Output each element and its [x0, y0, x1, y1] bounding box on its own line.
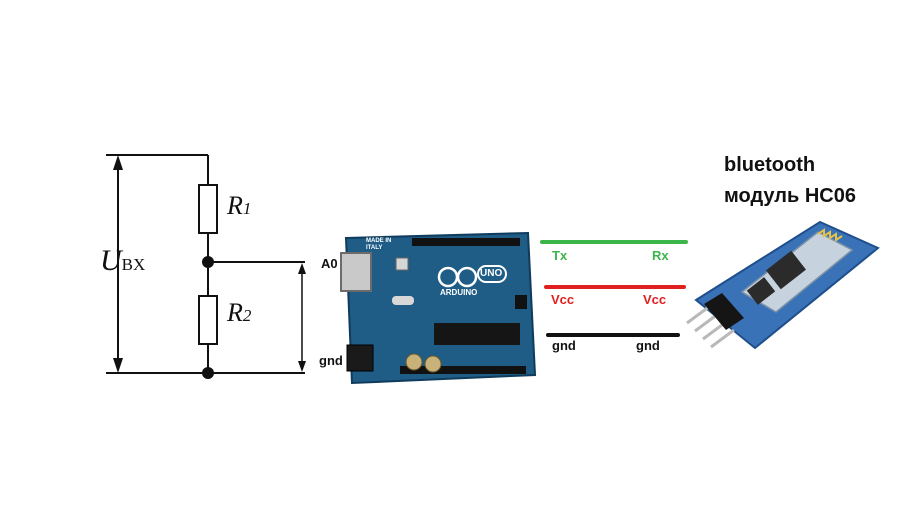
vcc-right-label: Vcc [643, 292, 667, 307]
bluetooth-chip [766, 250, 806, 290]
uno-badge [477, 265, 507, 283]
uin-arrow-up-head [113, 155, 123, 170]
junction-dot-bottom [202, 367, 214, 379]
capacitor-1 [405, 353, 423, 371]
board-uno-text: UNO [480, 268, 503, 279]
power-jack-icon [346, 344, 374, 372]
r1-resistor [198, 184, 218, 234]
junction-dot-mid [202, 256, 214, 268]
digital-header [412, 238, 520, 246]
hc06-bluetooth-module [686, 220, 880, 350]
uin-symbol: U [100, 244, 122, 277]
arduino-uno-board [340, 231, 537, 385]
uin-subscript: BX [121, 255, 146, 274]
gnd-left-label: gnd [552, 338, 576, 353]
flash-chip [746, 277, 776, 305]
uin-arrow-down-head [113, 358, 123, 373]
module-pin-1 [686, 304, 711, 325]
r1-subscript: 1 [242, 199, 252, 218]
connection-wires [540, 240, 688, 337]
r1-label: R1 [227, 191, 251, 221]
pin-gnd-label: gnd [319, 353, 343, 368]
r2-subscript: 2 [242, 306, 252, 325]
arduino-logo-right-loop [456, 266, 478, 288]
crystal-oscillator [392, 296, 414, 305]
icsp-header [515, 295, 527, 309]
uout-arrow-down-head [298, 361, 306, 372]
capacitor-2 [424, 355, 442, 373]
analog-header [400, 366, 526, 374]
vcc-left-label: Vcc [551, 292, 575, 307]
module-title-line2: модуль HC06 [724, 185, 856, 207]
r2-label: R2 [227, 298, 251, 328]
antenna-trace [817, 228, 843, 242]
module-title-line1: bluetooth [724, 154, 816, 176]
board-pcb [344, 231, 537, 385]
gnd-right-label: gnd [636, 338, 660, 353]
circuit-markers [113, 155, 306, 379]
r2-resistor [198, 295, 218, 345]
atmega-chip [434, 323, 520, 345]
uin-label: UBX [100, 244, 145, 278]
module-pin-4 [710, 328, 735, 349]
usb-connector-icon [340, 252, 372, 292]
board-brand-text: ARDUINO [440, 288, 478, 297]
module-pin-header [704, 293, 744, 330]
board-made-in-text: MADE IN ITALY [366, 238, 392, 251]
pin-a0-label: A0 [321, 256, 338, 271]
voltage-divider-circuit [106, 154, 305, 374]
r1-symbol: R [227, 191, 243, 220]
reset-button-icon [395, 257, 409, 271]
rx-label: Rx [652, 248, 669, 263]
uout-arrow-up-head [298, 263, 306, 274]
tx-label: Tx [552, 248, 568, 263]
r2-symbol: R [227, 298, 243, 327]
module-pin-2 [694, 312, 719, 333]
